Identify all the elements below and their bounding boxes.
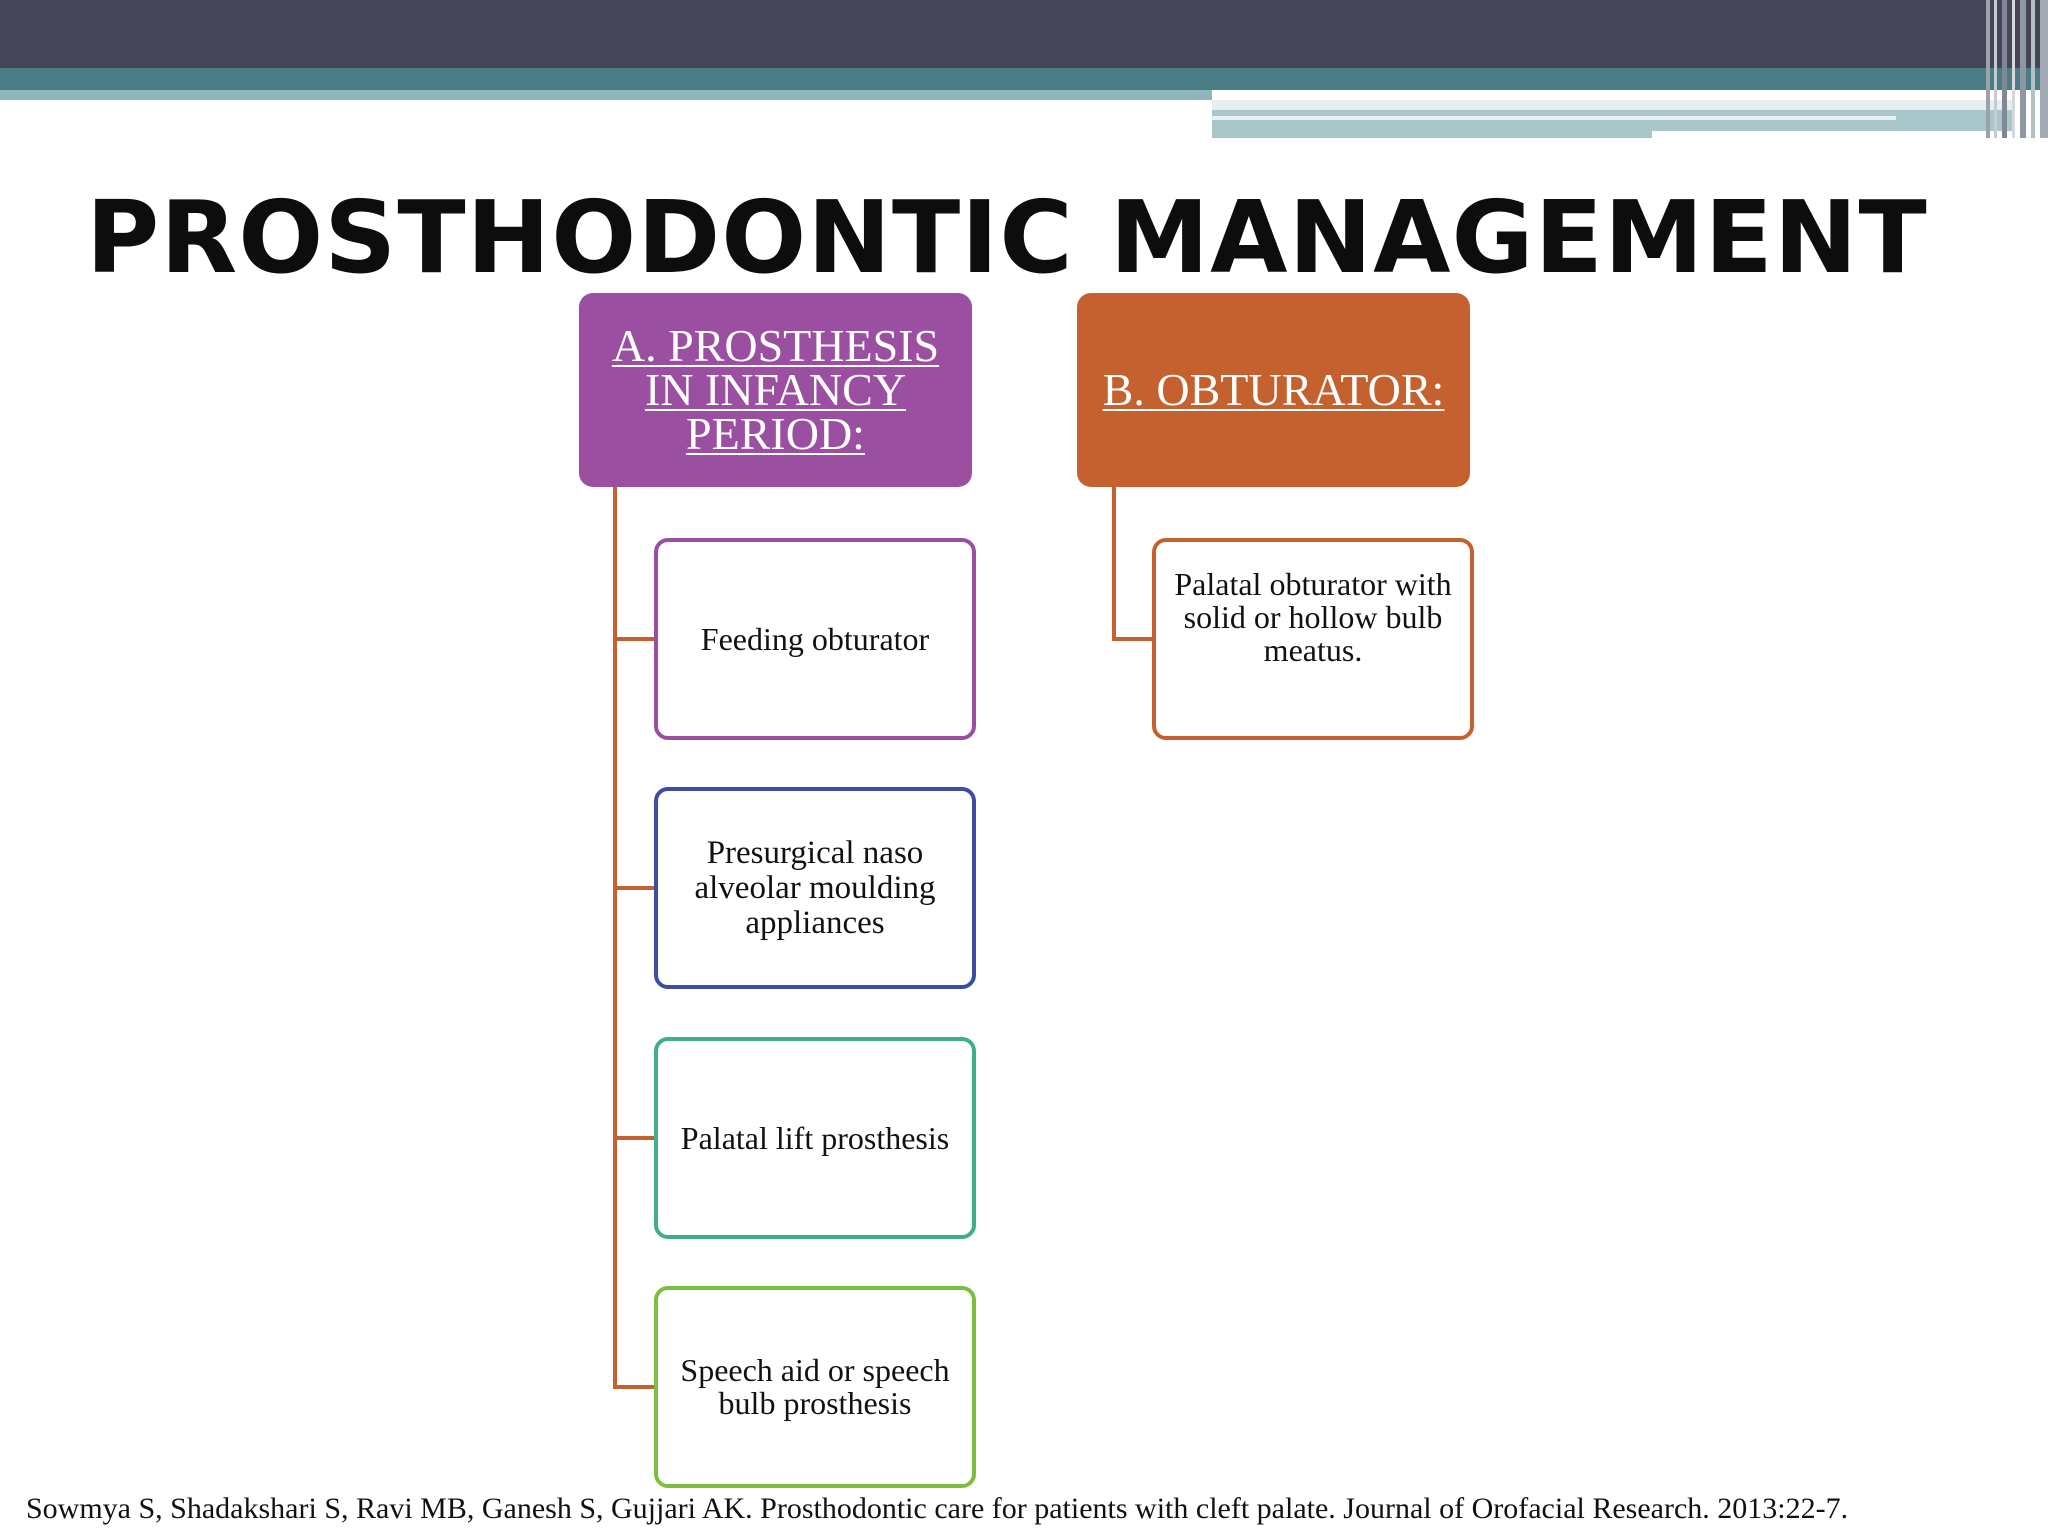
header-accent-band (1212, 100, 2012, 110)
branch-a-item-feeding-obturator: Feeding obturator (654, 538, 976, 740)
header-accent-band (1652, 131, 2012, 140)
header-bar-dark (0, 0, 2048, 68)
branch-a-item-nam-appliances: Presurgical naso alveolar moulding appli… (654, 787, 976, 989)
connector-branch-a-item (613, 1385, 654, 1389)
header-stripe (2012, 0, 2015, 138)
citation: Sowmya S, Shadakshari S, Ravi MB, Ganesh… (26, 1492, 1849, 1525)
header-bar-light (0, 90, 1212, 100)
branch-a-heading-box: A. PROSTHESIS IN INFANCY PERIOD: (579, 293, 972, 487)
branch-a-heading: A. PROSTHESIS IN INFANCY PERIOD: (611, 320, 940, 459)
item-label: Palatal obturator with solid or hollow b… (1174, 566, 1452, 668)
connector-branch-a (613, 487, 617, 1387)
item-label: Speech aid or speech bulb prosthesis (680, 1352, 950, 1421)
branch-b-heading: B. OBTURATOR: (1102, 364, 1445, 415)
header-bar-teal (0, 68, 2048, 90)
item-label: Presurgical naso alveolar moulding appli… (694, 834, 936, 941)
header-stripe (2031, 0, 2035, 138)
header-stripe (1994, 0, 1997, 138)
header-accent-band (1212, 116, 1896, 120)
header-stripe (1986, 0, 1990, 138)
connector-branch-b (1112, 487, 1116, 641)
branch-a-item-speech-aid: Speech aid or speech bulb prosthesis (654, 1286, 976, 1488)
connector-branch-a-item (613, 1136, 654, 1140)
branch-b-item-palatal-obturator: Palatal obturator with solid or hollow b… (1152, 538, 1474, 740)
connector-branch-a-item (613, 637, 654, 641)
item-label: Palatal lift prosthesis (680, 1119, 950, 1156)
header-accent-band (1896, 110, 2012, 120)
connector-branch-a-item (613, 886, 654, 890)
connector-branch-b-item (1112, 637, 1152, 641)
header-stripe (2040, 0, 2048, 138)
header-stripe (2002, 0, 2007, 138)
slide-title: PROSTHODONTIC MANAGEMENT (86, 179, 1928, 296)
header-accent-band (1212, 110, 2012, 116)
item-label: Feeding obturator (700, 620, 930, 657)
header-stripe (2020, 0, 2026, 138)
branch-b-heading-box: B. OBTURATOR: (1077, 293, 1470, 487)
branch-a-item-palatal-lift: Palatal lift prosthesis (654, 1037, 976, 1239)
